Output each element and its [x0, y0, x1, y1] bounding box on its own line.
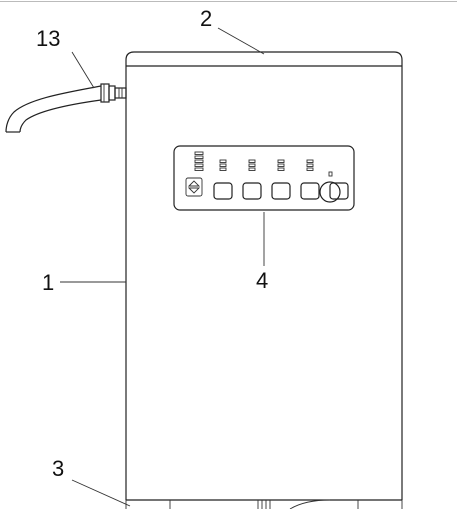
indicator-light-4-3 [306, 167, 314, 171]
indicator-light-4-2 [306, 163, 314, 167]
panel-button-1 [213, 182, 233, 200]
indicator-light-2-3 [248, 167, 256, 171]
indicator-light-2-2 [248, 163, 256, 167]
indicator-light-3-1 [277, 159, 285, 163]
base [125, 499, 403, 509]
knob-indicator-light [328, 171, 333, 177]
label-control-panel: 4 [256, 268, 268, 293]
leader-line-3 [71, 479, 131, 507]
indicator-light-1-1 [219, 159, 227, 163]
label-hose: 13 [36, 26, 60, 51]
leader-line-13 [71, 51, 95, 89]
indicator-light-1-2 [219, 163, 227, 167]
hose [5, 83, 127, 133]
indicator-light-2-1 [248, 159, 256, 163]
indicator-light-4-1 [306, 159, 314, 163]
indicator-light-3-3 [277, 167, 285, 171]
label-device-body: 1 [42, 270, 54, 295]
panel-button-4 [300, 182, 320, 200]
panel-button-3 [271, 182, 291, 200]
control-panel [173, 145, 355, 211]
control-knob [319, 181, 341, 203]
leader-line-2 [217, 27, 265, 55]
label-base: 3 [52, 456, 64, 481]
indicator-light-1-3 [219, 167, 227, 171]
mode-selector-icon [185, 177, 203, 197]
panel-button-5 [329, 182, 349, 200]
indicator-light-3-2 [277, 163, 285, 167]
panel-button-2 [242, 182, 262, 200]
control-panel-frame [173, 145, 355, 211]
label-top-cover: 2 [200, 6, 212, 31]
top-cover [125, 51, 403, 66]
level-indicator [194, 151, 204, 171]
panel-buttons [213, 159, 349, 200]
